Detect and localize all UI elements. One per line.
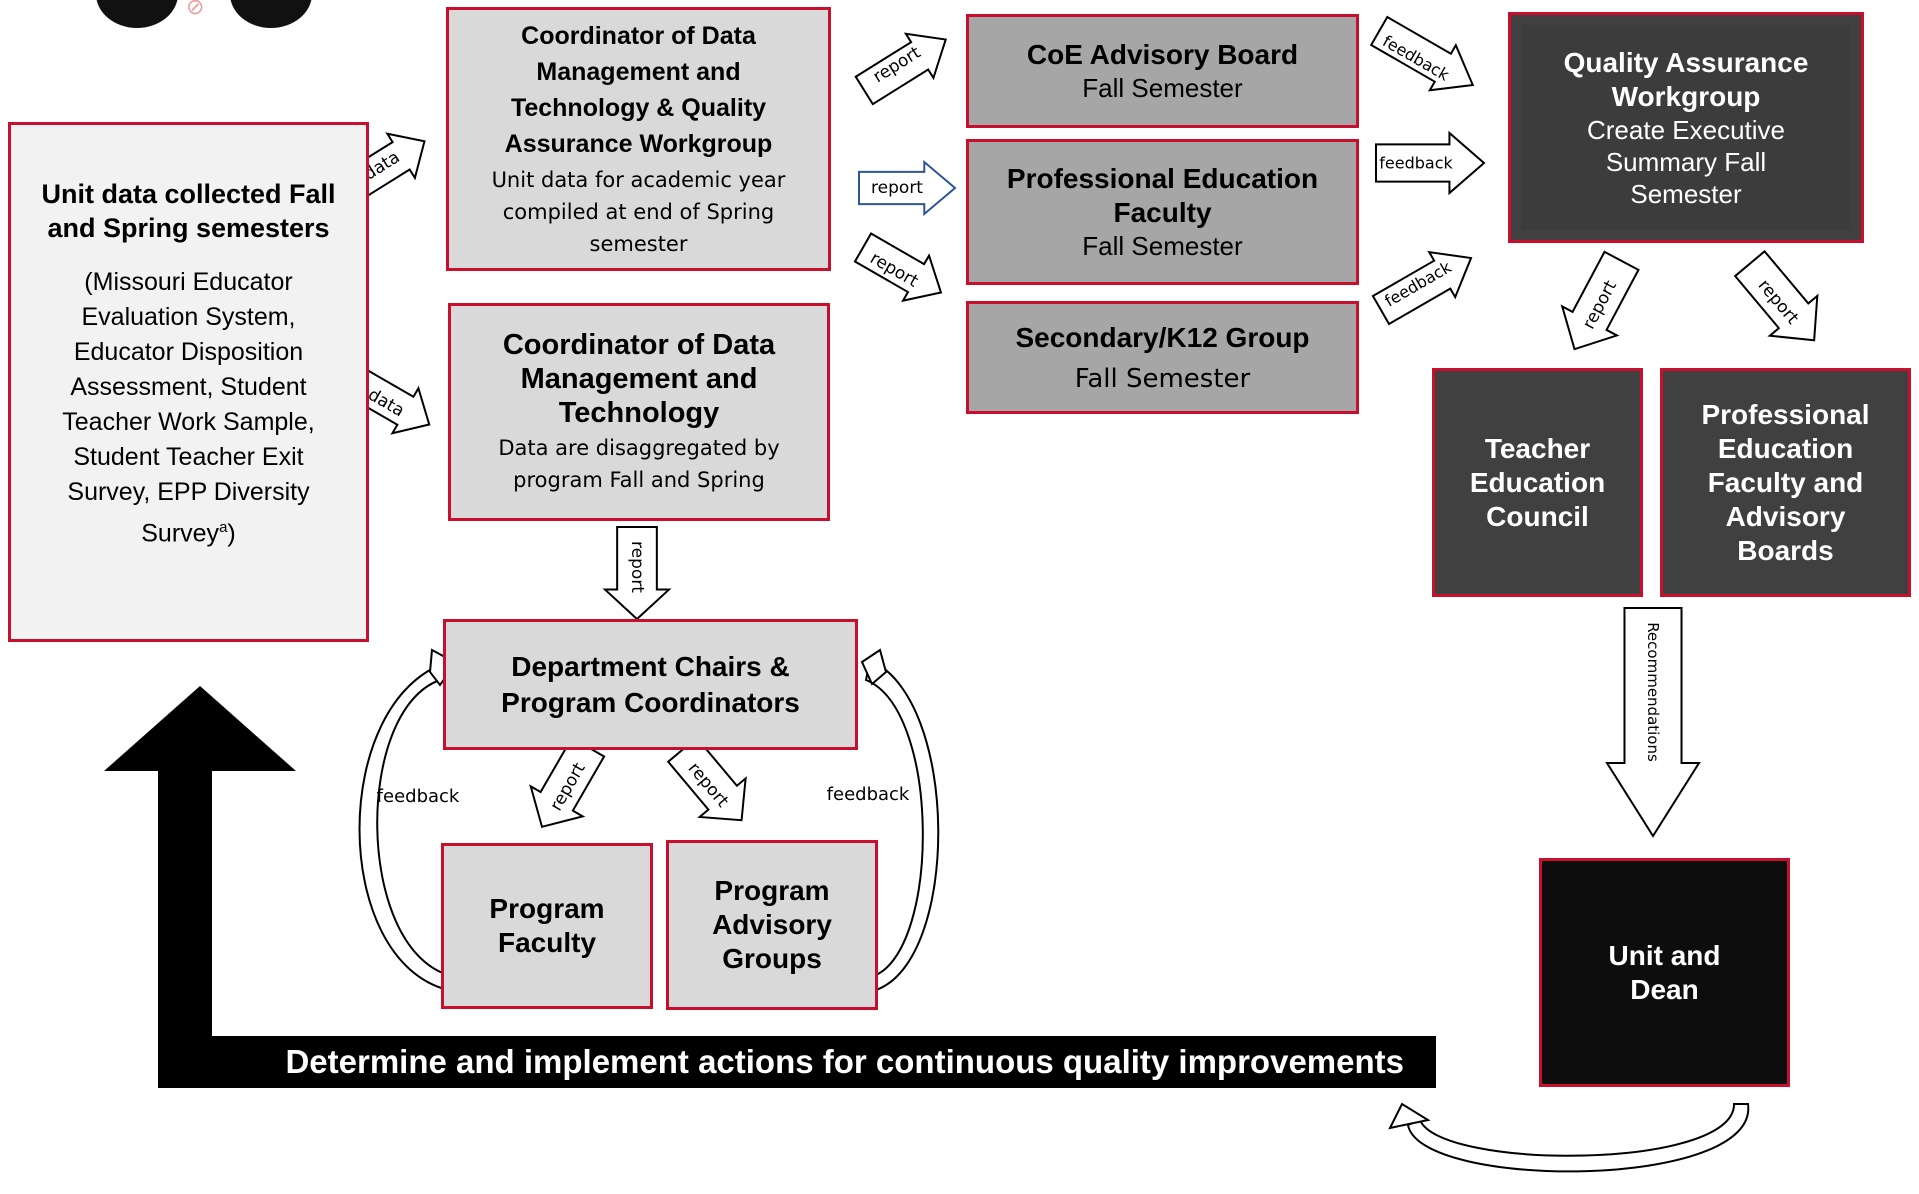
qa-workgroup-body: Create Executive Summary Fall Semester xyxy=(1587,114,1785,209)
qa-workgroup-box: Quality Assurance Workgroup Create Execu… xyxy=(1508,12,1864,243)
teacher-education-council-box: Teacher Education Council xyxy=(1432,368,1643,597)
secondary-k12-title: Secondary/K12 Group xyxy=(1015,321,1310,353)
banner-text: Determine and implement actions for cont… xyxy=(285,1043,1404,1080)
coordinator-qa-box: Coordinator of Data Management and Techn… xyxy=(446,7,831,271)
recommendations-arrow-label: Recommendations xyxy=(1644,622,1662,762)
report-arrow-sec xyxy=(853,232,943,303)
report-arrow-pef-label: report xyxy=(871,178,923,198)
pe-faculty-boards-title: Professional Education Faculty and Advis… xyxy=(1701,398,1870,566)
coordinator-box: Coordinator of Data Management and Techn… xyxy=(448,303,830,521)
report-arrow-peb xyxy=(1733,249,1819,342)
report-arrow-tec xyxy=(1560,250,1640,351)
coordinator-qa-body: Unit data for academic year compiled at … xyxy=(491,168,786,256)
feedback-arrow-pef-label: feedback xyxy=(1379,154,1453,173)
report-arrow-coord-down xyxy=(602,526,672,621)
report-arrow-program-advisory xyxy=(666,736,747,822)
feedback-label-right: feedback xyxy=(827,784,910,805)
secondary-k12-body: Fall Semester xyxy=(1074,363,1251,394)
report-arrow-coord-down-label: report xyxy=(627,541,647,593)
report-arrow-coe xyxy=(854,32,948,106)
recommendations-arrow xyxy=(1605,607,1701,838)
program-advisory-box: Program Advisory Groups xyxy=(666,840,878,1010)
coe-advisory-board-box: CoE Advisory Board Fall Semester xyxy=(966,14,1359,128)
continuous-improvement-banner: Determine and implement actions for cont… xyxy=(158,1036,1436,1088)
department-chairs-box: Department Chairs & Program Coordinators xyxy=(443,619,858,750)
feedback-arrow-coe xyxy=(1369,15,1475,92)
pe-faculty-body: Fall Semester xyxy=(1082,231,1243,261)
return-u-arrow-head xyxy=(1388,1102,1431,1130)
program-advisory-title: Program Advisory Groups xyxy=(712,875,832,974)
coordinator-body: Data are disaggregated by program Fall a… xyxy=(498,436,780,492)
feedback-curve-left xyxy=(358,660,450,992)
unit-data-box: Unit data collected Fall and Spring seme… xyxy=(8,122,369,642)
coordinator-title: Coordinator of Data Management and Techn… xyxy=(502,329,776,429)
logo-mark-icon: ⊘ xyxy=(186,0,205,19)
coordinator-qa-title: Coordinator of Data Management and Techn… xyxy=(504,22,773,158)
department-chairs-title: Department Chairs & Program Coordinators xyxy=(501,650,800,718)
coe-advisory-board-title: CoE Advisory Board xyxy=(1026,39,1299,70)
teacher-education-council-title: Teacher Education Council xyxy=(1469,432,1606,532)
feedback-curve-right-head xyxy=(860,648,888,686)
unit-data-body: (Missouri Educator Evaluation System, Ed… xyxy=(62,268,315,548)
coe-advisory-board-body: Fall Semester xyxy=(1082,73,1243,103)
qa-workgroup-title: Quality Assurance Workgroup xyxy=(1563,46,1809,112)
program-faculty-title: Program Faculty xyxy=(489,893,605,958)
unit-dean-box: Unit and Dean xyxy=(1539,858,1790,1087)
return-u-arrow xyxy=(1406,1103,1750,1173)
unit-dean-title: Unit and Dean xyxy=(1608,939,1721,1005)
report-arrow-pef xyxy=(858,159,957,217)
feedback-arrow-sec xyxy=(1371,250,1473,326)
pe-faculty-boards-box: Professional Education Faculty and Advis… xyxy=(1660,368,1911,597)
program-faculty-box: Program Faculty xyxy=(441,843,653,1009)
unit-data-title: Unit data collected Fall and Spring seme… xyxy=(41,179,336,243)
feedback-label-left: feedback xyxy=(377,786,460,807)
pe-faculty-title: Professional Education Faculty xyxy=(1006,163,1319,228)
pe-faculty-box: Professional Education Faculty Fall Seme… xyxy=(966,139,1359,285)
big-return-arrow xyxy=(104,686,296,1088)
feedback-arrow-pef xyxy=(1375,130,1486,196)
qa-workgroup-inner: Quality Assurance Workgroup Create Execu… xyxy=(1521,25,1851,230)
secondary-k12-box: Secondary/K12 Group Fall Semester xyxy=(966,301,1359,414)
